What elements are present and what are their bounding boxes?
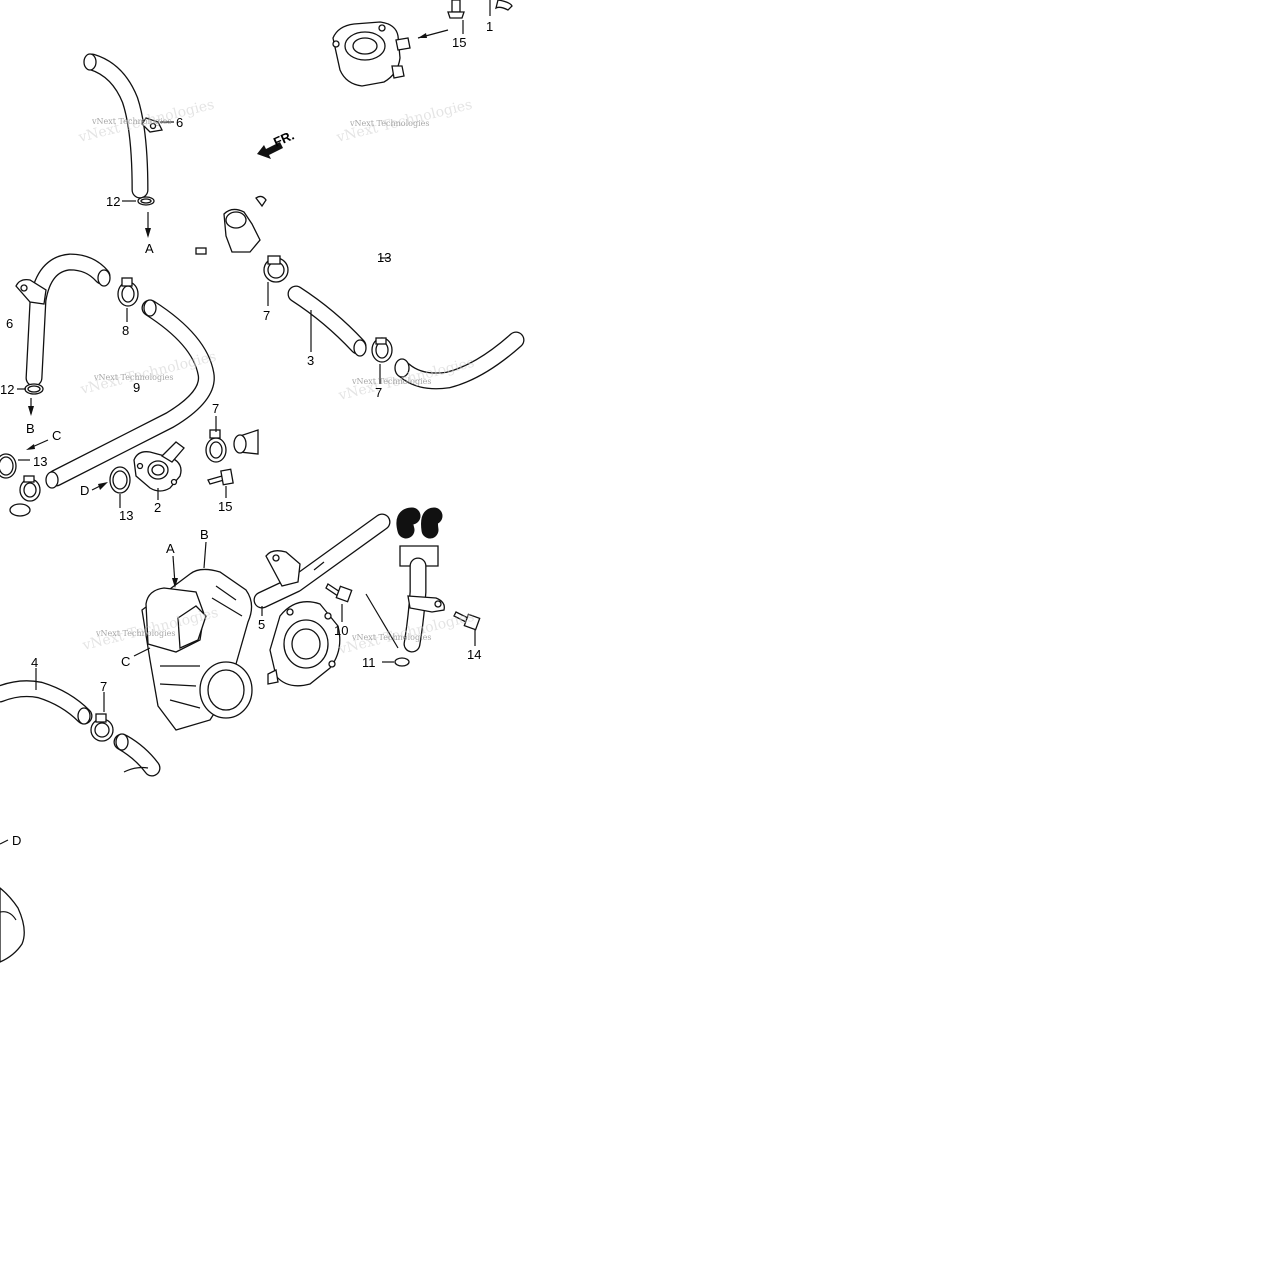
pipe-5: [253, 513, 391, 609]
callout-7: 7: [375, 385, 382, 400]
clamp-7-b: [371, 337, 393, 363]
panel-lower: [0, 507, 481, 777]
flange-2: [133, 441, 185, 492]
callout-13: 13: [33, 454, 47, 469]
hose-3: [287, 285, 367, 357]
callout-12: 12: [0, 382, 14, 397]
o-ring-11: [394, 657, 410, 667]
hose-4: [0, 680, 93, 725]
panel-top: [83, 0, 513, 259]
svg-text:vNext Technologies: vNext Technologies: [351, 633, 431, 642]
clamp-7-d: [90, 713, 114, 742]
thermostat-housing: [332, 21, 411, 87]
callout-11: 11: [362, 655, 376, 670]
svg-text:vNext Technologies: vNext Technologies: [349, 119, 429, 128]
callout-7: 7: [263, 308, 270, 323]
callout-5: 5: [258, 617, 265, 632]
callout-7: 7: [212, 401, 219, 416]
hose-right: [394, 331, 525, 390]
hose-6-bent: [15, 253, 111, 387]
panel-bottom: [0, 839, 25, 963]
callout-1: 1: [486, 19, 493, 34]
clamp-7-a: [263, 255, 289, 283]
callout-A: A: [166, 541, 175, 556]
callout-labels: FR. 1 15 6 12 A 13 6 8 7 3 9 7 12 B C 7 …: [0, 19, 493, 848]
panel-middle: [0, 253, 525, 517]
svg-text:vNext Technologies: vNext Technologies: [95, 629, 175, 638]
direction-label: FR.: [271, 128, 296, 150]
svg-text:vNext Technologies: vNext Technologies: [351, 377, 431, 386]
hose-9: [45, 299, 215, 489]
callout-D: D: [12, 833, 21, 848]
callout-C: C: [52, 428, 61, 443]
callout-15: 15: [452, 35, 466, 50]
water-outlet: [195, 195, 267, 255]
callout-3: 3: [307, 353, 314, 368]
callout-10: 10: [334, 623, 348, 638]
clamp-8: [117, 277, 139, 307]
callout-B: B: [26, 421, 35, 436]
hose-upright: [396, 507, 445, 653]
front-direction-arrow: [257, 142, 283, 159]
callout-12: 12: [106, 194, 120, 209]
bolt-15: [207, 468, 234, 486]
hose-6-top: [83, 53, 163, 199]
callout-6: 6: [176, 115, 183, 130]
engine-block: [141, 568, 253, 731]
callout-C: C: [121, 654, 130, 669]
bolt-10: [325, 583, 353, 603]
svg-text:vNext Technologies: vNext Technologies: [93, 373, 173, 382]
callout-13: 13: [377, 250, 391, 265]
bolt-14: [453, 611, 481, 631]
callout-15: 15: [218, 499, 232, 514]
callout-8: 8: [122, 323, 129, 338]
callout-A: A: [145, 241, 154, 256]
callout-6: 6: [6, 316, 13, 331]
callout-7: 7: [100, 679, 107, 694]
callout-D: D: [80, 483, 89, 498]
callout-13: 13: [119, 508, 133, 523]
bolt-15-top: [447, 0, 465, 19]
callout-4: 4: [31, 655, 38, 670]
water-pump-cover: [267, 601, 341, 687]
callout-B: B: [200, 527, 209, 542]
clamp-7-c: [205, 429, 227, 463]
svg-text:vNext Technologies: vNext Technologies: [91, 117, 171, 126]
callout-2: 2: [154, 500, 161, 515]
callout-14: 14: [467, 647, 481, 662]
callout-9: 9: [133, 380, 140, 395]
